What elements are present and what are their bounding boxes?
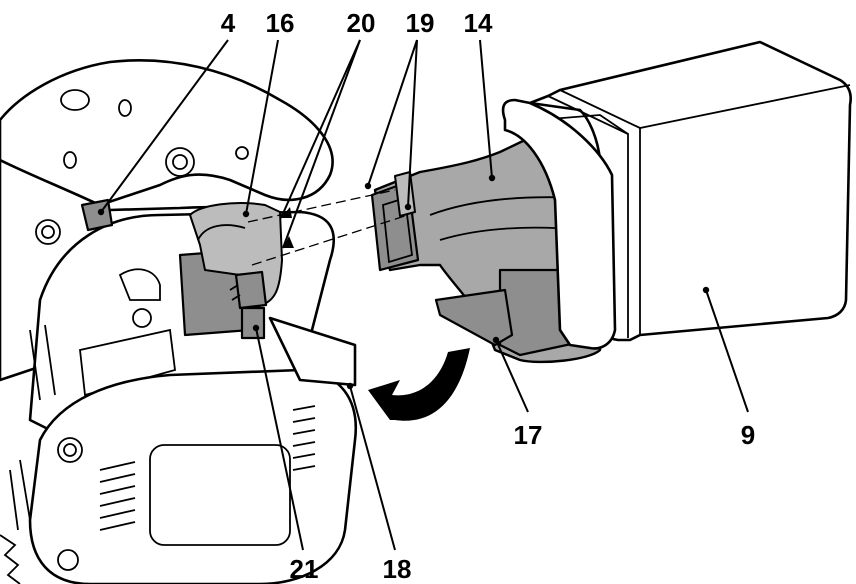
catch-21 — [240, 306, 266, 340]
alignment-lines — [247, 189, 409, 266]
label-21: 21 — [290, 554, 319, 584]
rotation-arrow — [368, 348, 470, 421]
label-16: 16 — [266, 8, 295, 38]
tool-body — [0, 59, 358, 584]
label-18: 18 — [383, 554, 412, 584]
label-19: 19 — [406, 8, 435, 38]
label-20: 20 — [347, 8, 376, 38]
tool-connector — [178, 202, 283, 340]
container-9 — [501, 40, 852, 350]
adapter-14 — [370, 137, 610, 364]
leader-lines — [97, 39, 749, 551]
vent-left — [99, 461, 136, 531]
label-14: 14 — [464, 8, 493, 38]
label-9: 9 — [741, 420, 755, 450]
part-labels: 4 16 20 19 14 9 17 21 18 — [221, 8, 755, 584]
label-17: 17 — [514, 420, 543, 450]
lever-17 — [434, 288, 514, 347]
vent-right — [292, 405, 316, 471]
label-4: 4 — [221, 8, 236, 38]
